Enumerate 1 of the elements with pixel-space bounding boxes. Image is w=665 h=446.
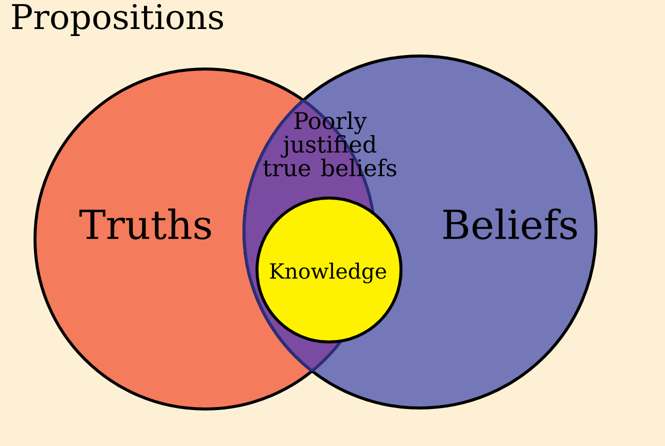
title: Propositions	[12, 4, 223, 36]
